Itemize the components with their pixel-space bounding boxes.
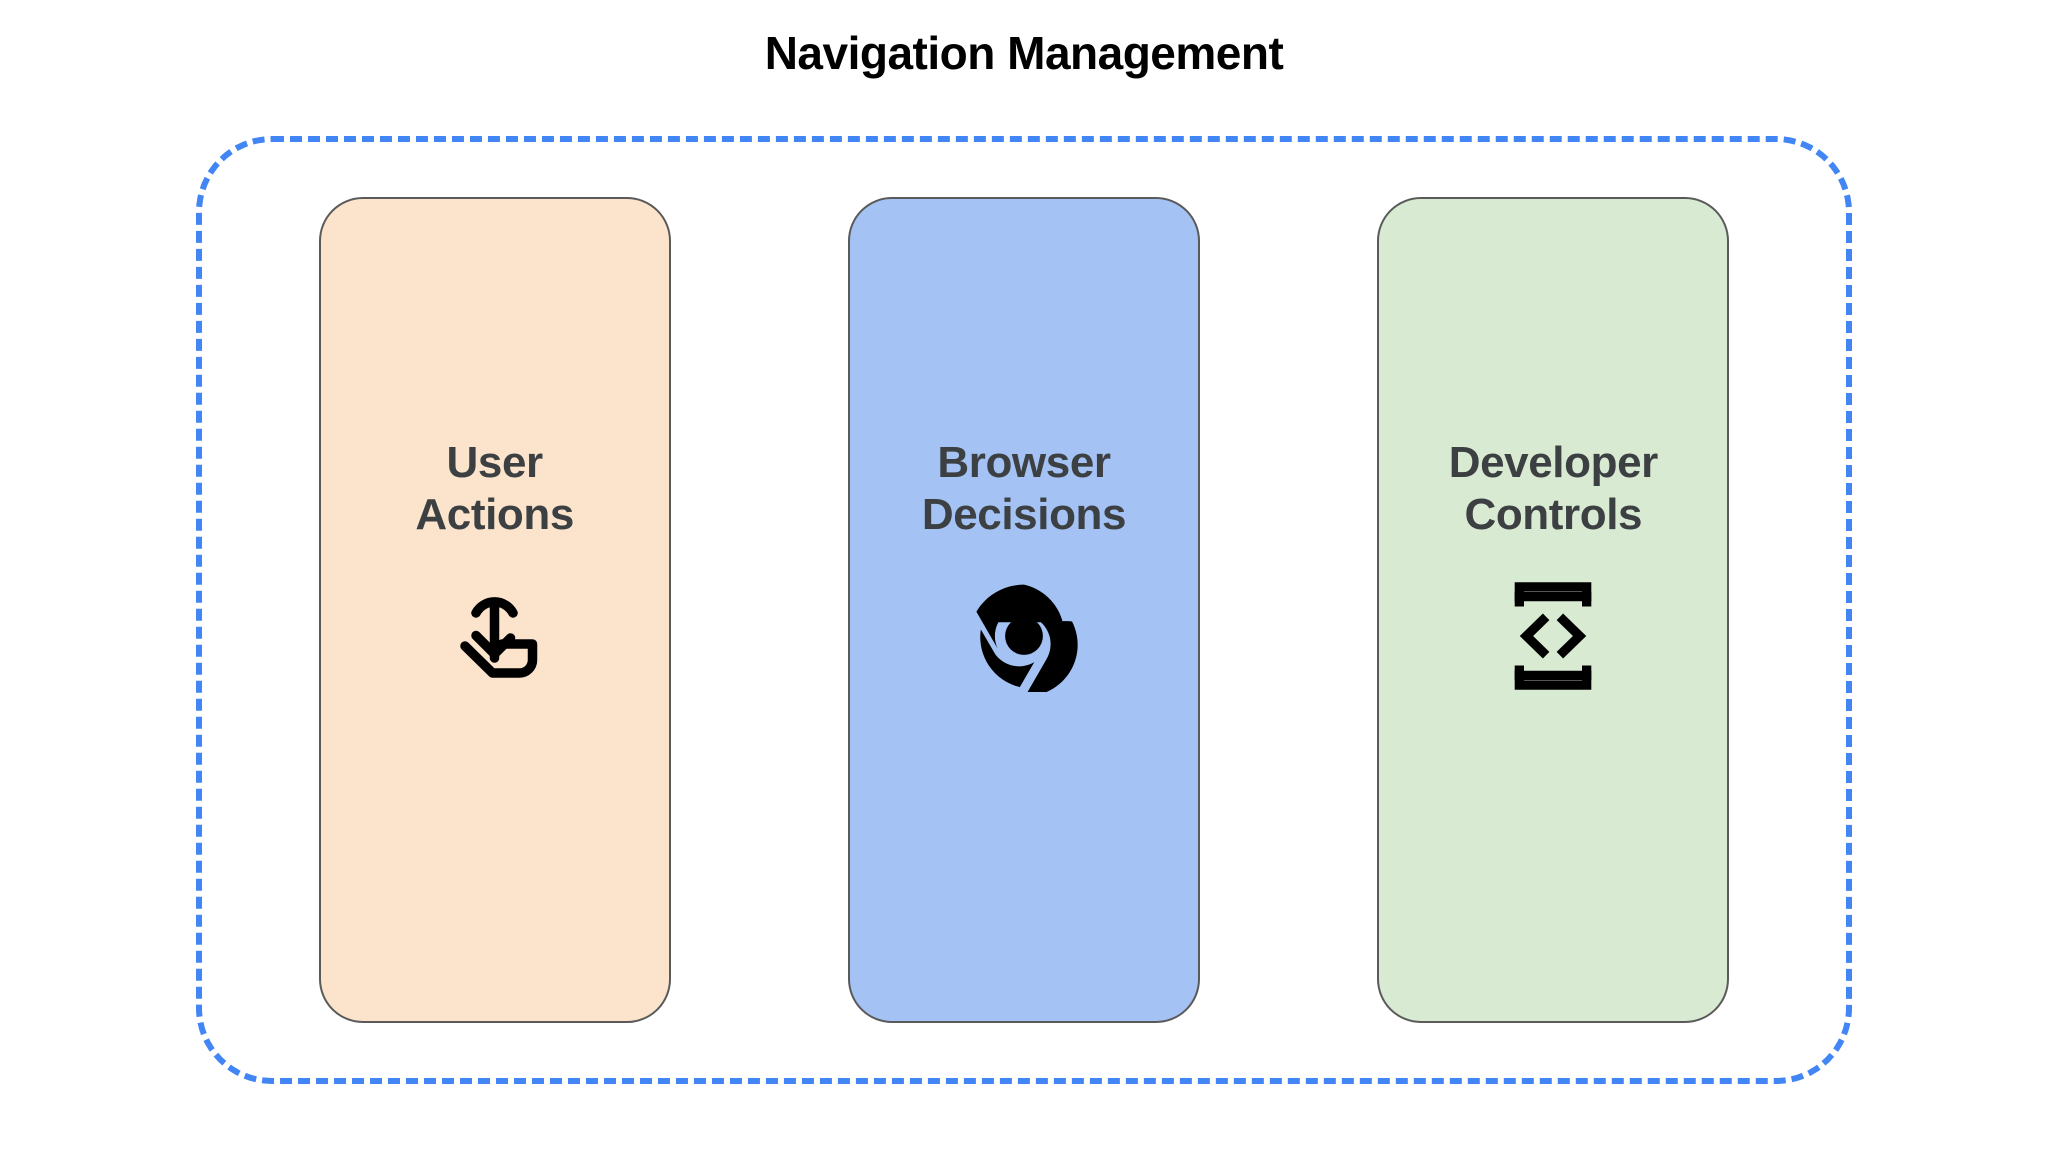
- card-browser-decisions-label: Browser Decisions: [921, 438, 1127, 539]
- touch-gesture-icon: [430, 571, 560, 701]
- navigation-management-group-border: [196, 136, 1852, 1084]
- card-developer-controls[interactable]: Developer Controls: [1377, 197, 1730, 1023]
- card-developer-controls-label: Developer Controls: [1448, 438, 1659, 539]
- card-browser-decisions[interactable]: Browser Decisions: [847, 197, 1200, 1023]
- page-title: Navigation Management: [764, 27, 1284, 79]
- chrome-logo-icon: [959, 571, 1089, 701]
- developer-mode-device-icon: [1488, 571, 1618, 701]
- card-user-actions[interactable]: User Actions: [318, 197, 671, 1023]
- card-user-actions-label: User Actions: [415, 438, 574, 539]
- card-row: User Actions Browser Decisions: [196, 136, 1852, 1084]
